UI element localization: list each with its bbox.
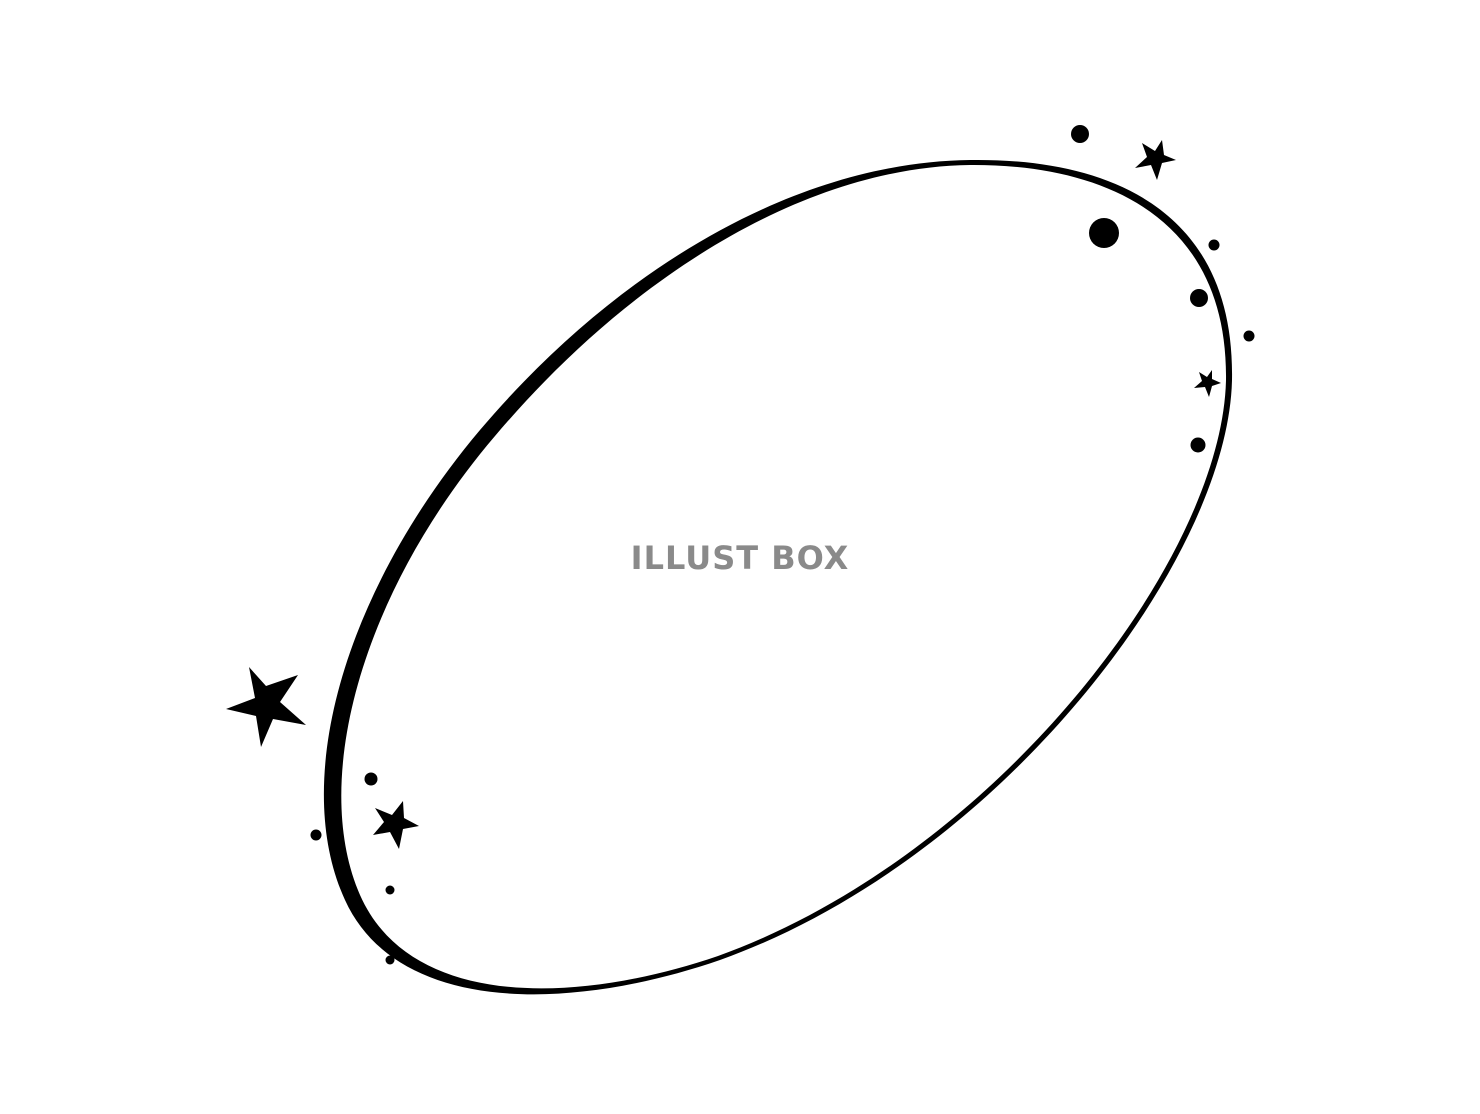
dot-icon: [1190, 289, 1208, 307]
watermark-text: ILLUST BOX: [630, 539, 850, 577]
dot-icon: [1190, 437, 1206, 453]
dot-icon: [364, 772, 378, 786]
star-icon: [1194, 370, 1221, 397]
dot-icon: [385, 885, 395, 895]
star-icon: [1135, 140, 1176, 180]
dot-icon: [1243, 330, 1255, 342]
dot-icon: [310, 829, 322, 841]
oval-frame: [323, 159, 1233, 995]
dot-icon: [1208, 239, 1220, 251]
star-icon: [226, 667, 306, 747]
dot-icon: [1089, 218, 1119, 248]
dot-icon: [1071, 125, 1089, 143]
dot-icon: [385, 955, 395, 965]
star-icon: [373, 801, 419, 849]
